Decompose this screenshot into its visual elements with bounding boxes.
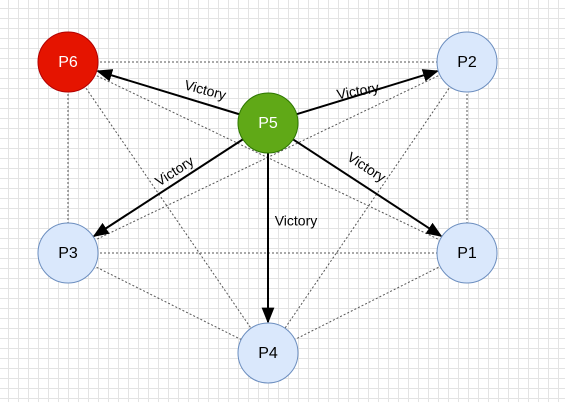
link-p3-p4: [67, 252, 269, 354]
link-p2-p4: [267, 61, 468, 354]
node-label: P6: [58, 54, 78, 71]
node-circle: [37, 31, 99, 93]
edge-label-p1: Victory: [345, 149, 389, 186]
edge-p5-p3: [92, 138, 244, 237]
node-label: P3: [58, 245, 78, 262]
node-label: P2: [457, 54, 477, 71]
node-label: P4: [258, 345, 278, 362]
edge-p5-p1: [292, 138, 443, 237]
node-p3[interactable]: P3: [37, 222, 99, 284]
edge-label-p2: Victory: [335, 79, 380, 102]
node-circle: [436, 222, 498, 284]
victory-edges: [92, 69, 443, 324]
node-p6[interactable]: P6: [37, 31, 99, 93]
node-circle: [237, 322, 299, 384]
node-label: P5: [258, 115, 278, 132]
node-p4[interactable]: P4: [237, 322, 299, 384]
link-p6-p4: [67, 61, 269, 354]
edge-p5-p2: [296, 69, 439, 116]
node-circle: [237, 92, 299, 154]
edge-p5-p6: [96, 69, 240, 116]
edge-label-p4: Victory: [275, 213, 318, 229]
link-p1-p4: [267, 252, 468, 354]
node-p2[interactable]: P2: [436, 31, 498, 93]
node-label: P1: [457, 245, 477, 262]
node-circle: [37, 222, 99, 284]
node-p5[interactable]: P5: [237, 92, 299, 154]
node-circle: [436, 31, 498, 93]
node-p1[interactable]: P1: [436, 222, 498, 284]
